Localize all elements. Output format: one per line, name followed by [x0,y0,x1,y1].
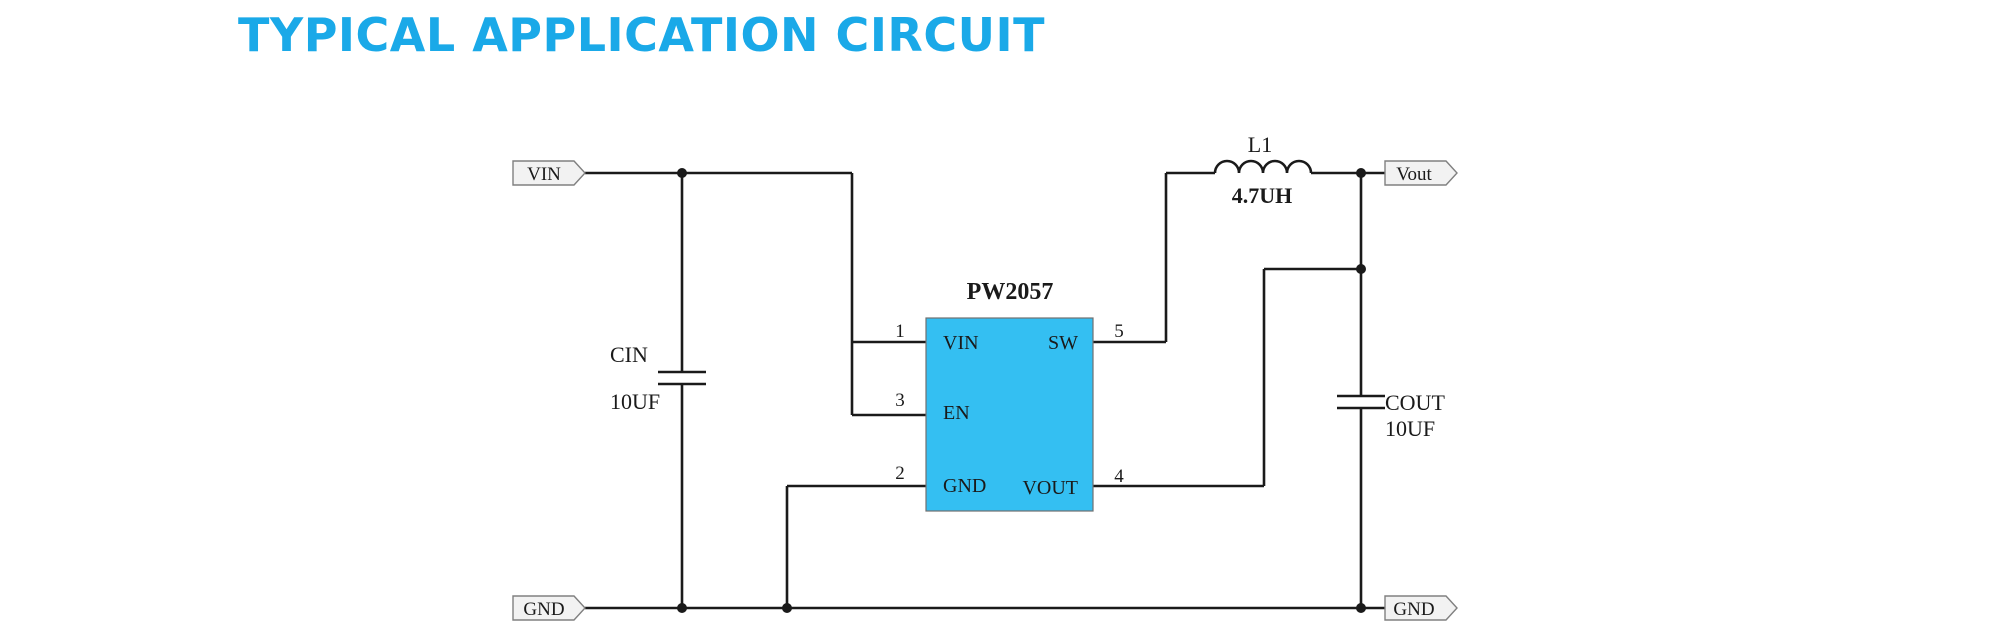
ic-pin-vin-number: 1 [895,321,905,342]
junction-vout-fb [1356,264,1366,274]
port-gnd-right-label: GND [1393,599,1434,620]
ic-body [925,317,1094,512]
page-title: TYPICAL APPLICATION CIRCUIT [238,8,1045,62]
port-vout: Vout [1384,160,1458,186]
ic-pw2057: PW2057 VIN EN GND SW VOUT 1 3 2 5 4 [895,279,1124,512]
junction-vin-cin [677,168,687,178]
ic-pin-sw-label: SW [1048,332,1078,354]
junction-gnd-cout [1356,603,1366,613]
junction-gnd-pin2 [782,603,792,613]
l1-value: 4.7UH [1232,183,1293,208]
wires [585,171,1385,610]
port-gnd-right-flag [1384,595,1458,621]
port-vout-label: Vout [1396,164,1432,185]
port-vin: VIN [512,160,586,186]
ic-pin-sw-number: 5 [1114,321,1124,342]
ic-pin-gnd-number: 2 [895,463,905,484]
ic-pin-vout-number: 4 [1114,466,1124,487]
capacitor-cout: COUT 10UF [1337,390,1445,441]
port-vin-flag [512,160,586,186]
ic-pin-gnd-label: GND [943,475,986,497]
port-vin-label: VIN [527,164,561,185]
port-gnd-right: GND [1384,595,1458,621]
capacitor-cin: CIN 10UF [610,342,706,414]
port-gnd-left: GND [512,595,586,621]
port-vout-flag [1384,160,1458,186]
ic-pin-en-label: EN [943,402,970,424]
cout-name: COUT [1385,390,1445,415]
port-gnd-left-flag [512,595,586,621]
cin-name: CIN [610,342,648,367]
junctions [677,168,1366,613]
cout-value: 10UF [1385,416,1435,441]
port-gnd-left-label: GND [523,599,564,620]
inductor-l1: L1 4.7UH [1213,132,1313,208]
cin-value: 10UF [610,389,660,414]
ic-name: PW2057 [967,279,1054,305]
l1-coil [1213,159,1313,174]
l1-name: L1 [1248,132,1272,157]
ic-pin-vin-label: VIN [943,332,979,354]
junction-vout-l1 [1356,168,1366,178]
junction-gnd-cin [677,603,687,613]
ic-pin-vout-label: VOUT [1022,477,1078,499]
ic-pin-en-number: 3 [895,390,905,411]
